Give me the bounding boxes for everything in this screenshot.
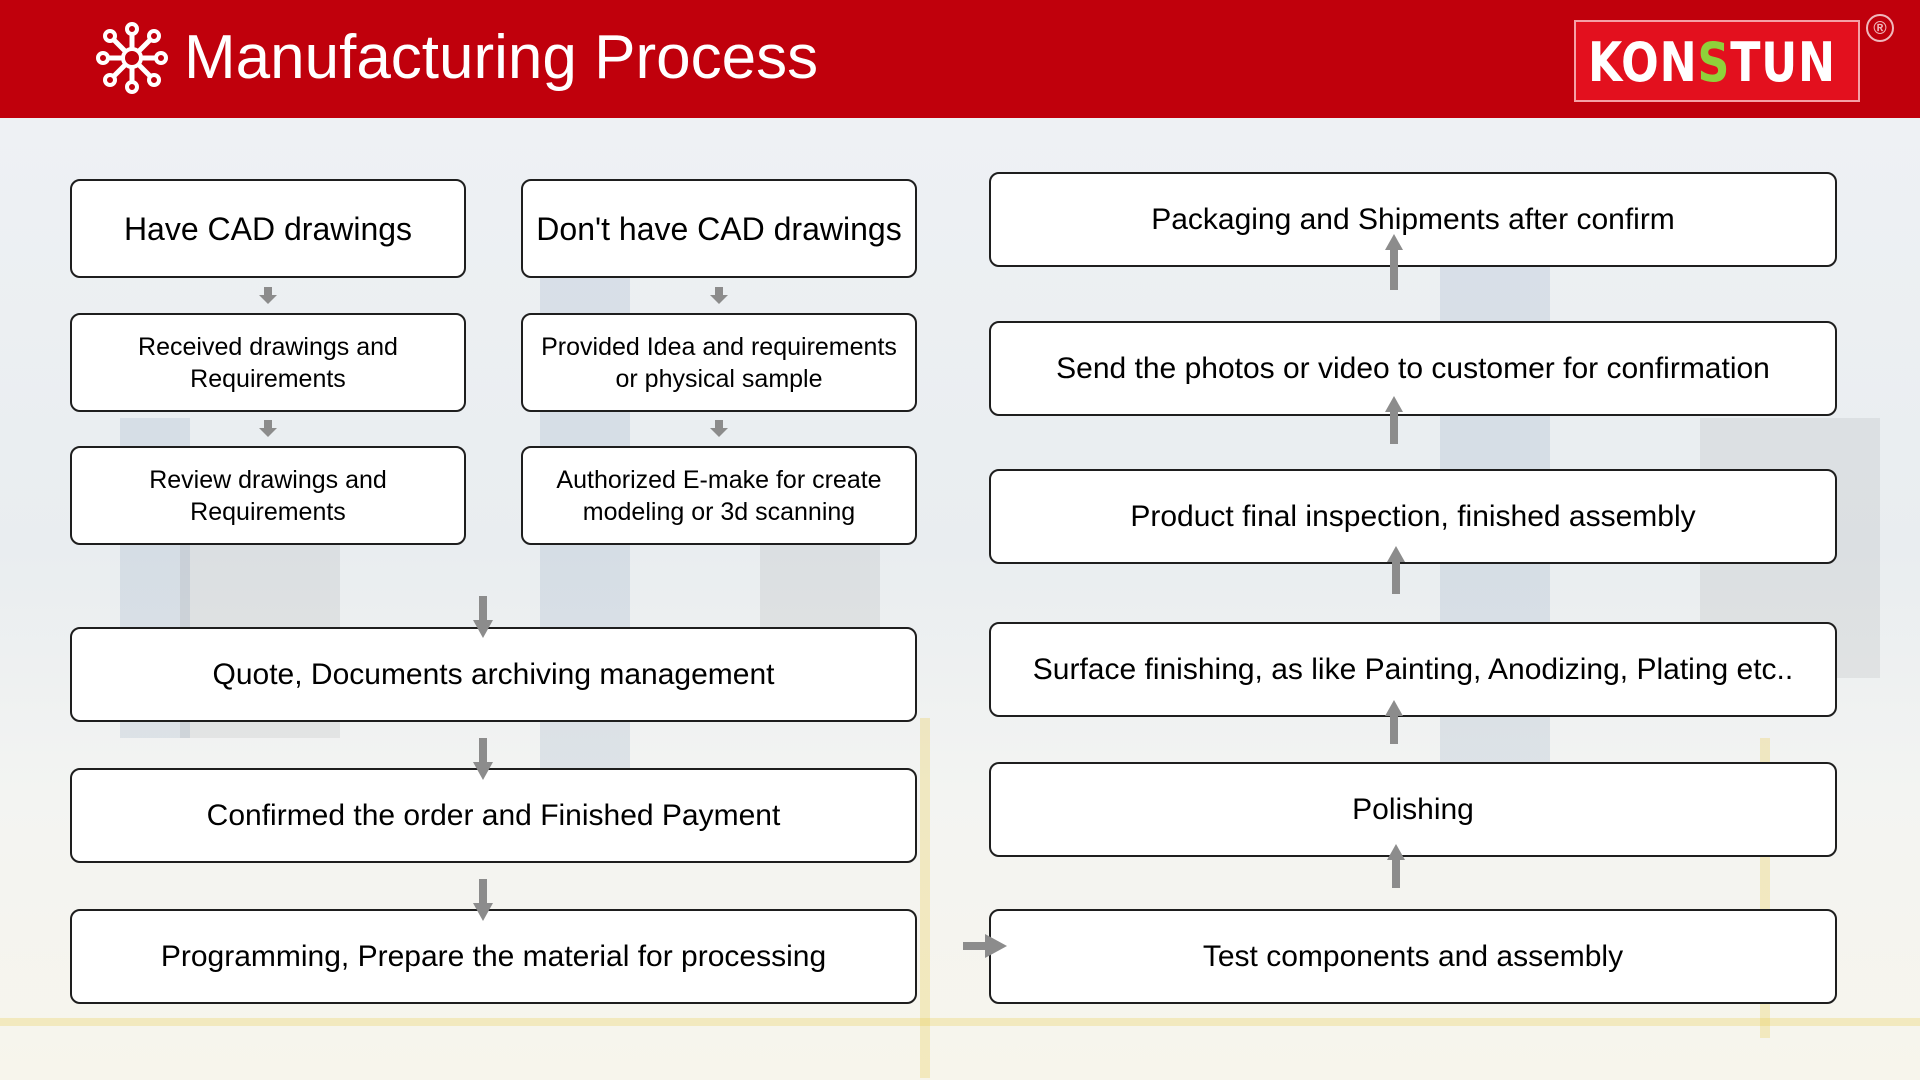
box-packaging: Packaging and Shipments after confirm: [989, 172, 1837, 267]
box-confirmed-order: Confirmed the order and Finished Payment: [70, 768, 917, 863]
box-final-inspection: Product final inspection, finished assem…: [989, 469, 1837, 564]
box-have-cad: Have CAD drawings: [70, 179, 466, 278]
box-provided-idea: Provided Idea and requirements or physic…: [521, 313, 917, 412]
box-programming: Programming, Prepare the material for pr…: [70, 909, 917, 1004]
box-review-drawings: Review drawings and Requirements: [70, 446, 466, 545]
box-surface-finishing: Surface finishing, as like Painting, Ano…: [989, 622, 1837, 717]
page-title: Manufacturing Process: [184, 23, 819, 92]
header-bar: Manufacturing Process KONSTUN ®: [0, 0, 1920, 118]
company-logo: KONSTUN: [1574, 20, 1860, 102]
box-quote: Quote, Documents archiving management: [70, 627, 917, 722]
box-polishing: Polishing: [989, 762, 1837, 857]
registered-mark: ®: [1866, 14, 1894, 42]
box-send-photos: Send the photos or video to customer for…: [989, 321, 1837, 416]
box-no-cad: Don't have CAD drawings: [521, 179, 917, 278]
network-nodes-icon: [96, 22, 168, 94]
box-test-components: Test components and assembly: [989, 909, 1837, 1004]
box-authorized-emake: Authorized E-make for create modeling or…: [521, 446, 917, 545]
box-received-drawings: Received drawings and Requirements: [70, 313, 466, 412]
